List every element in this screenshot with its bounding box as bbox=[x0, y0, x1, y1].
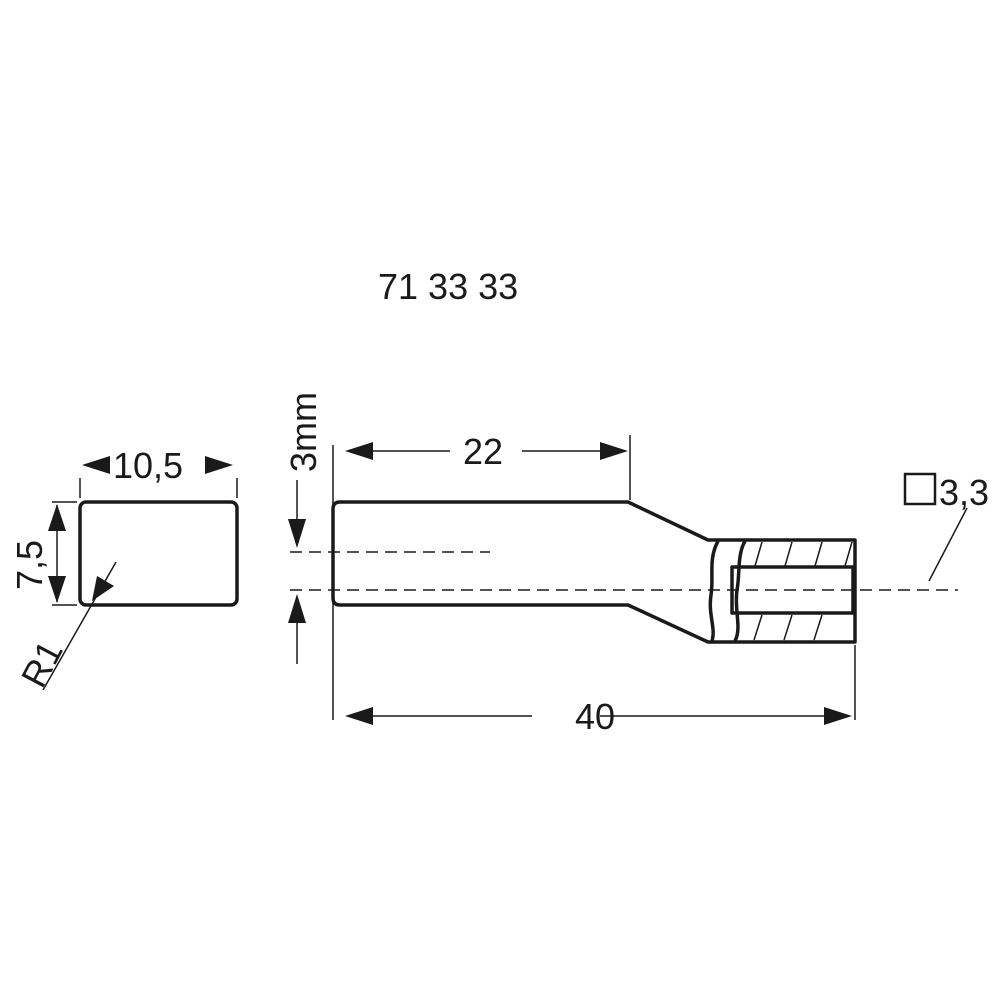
radius-label: R1 bbox=[13, 634, 71, 694]
arrow-down-icon bbox=[288, 519, 306, 548]
part-number: 71 33 33 bbox=[378, 266, 518, 307]
width-label: 10,5 bbox=[113, 445, 183, 486]
section-hatching bbox=[753, 541, 853, 641]
arrow-icon bbox=[92, 576, 114, 601]
tool-body-outline bbox=[331, 500, 857, 644]
arrow-up-icon bbox=[288, 594, 306, 623]
break-line bbox=[733, 540, 747, 642]
height-label: 7,5 bbox=[9, 540, 50, 590]
arrow-left-icon bbox=[345, 442, 373, 460]
arrow-right-icon bbox=[600, 442, 628, 460]
width-dimension: 10,5 bbox=[79, 445, 238, 498]
leader-line bbox=[928, 507, 968, 582]
arrow-up-icon bbox=[48, 504, 66, 531]
arrow-right-icon bbox=[205, 456, 233, 474]
total-length-label: 40 bbox=[575, 696, 615, 737]
socket-size-callout: 3,3 bbox=[903, 472, 989, 582]
shank-length-dimension: 22 bbox=[332, 431, 631, 720]
offset-dimension: 3mm bbox=[283, 392, 324, 664]
break-line bbox=[708, 540, 720, 642]
socket-label: 3,3 bbox=[939, 472, 989, 513]
offset-label: 3mm bbox=[283, 392, 324, 472]
cross-section-outline bbox=[78, 500, 239, 607]
arrow-left-icon bbox=[82, 456, 110, 474]
shank-length-label: 22 bbox=[463, 431, 503, 472]
arrow-right-icon bbox=[824, 707, 852, 725]
side-view: 3mm 22 40 3,3 bbox=[283, 392, 989, 737]
cross-section-view: 10,5 7,5 R1 bbox=[9, 445, 239, 694]
arrow-left-icon bbox=[345, 707, 373, 725]
square-symbol-icon bbox=[903, 472, 937, 506]
total-length-dimension: 40 bbox=[345, 645, 856, 737]
arrow-down-icon bbox=[48, 576, 66, 603]
height-dimension: 7,5 bbox=[9, 501, 77, 606]
